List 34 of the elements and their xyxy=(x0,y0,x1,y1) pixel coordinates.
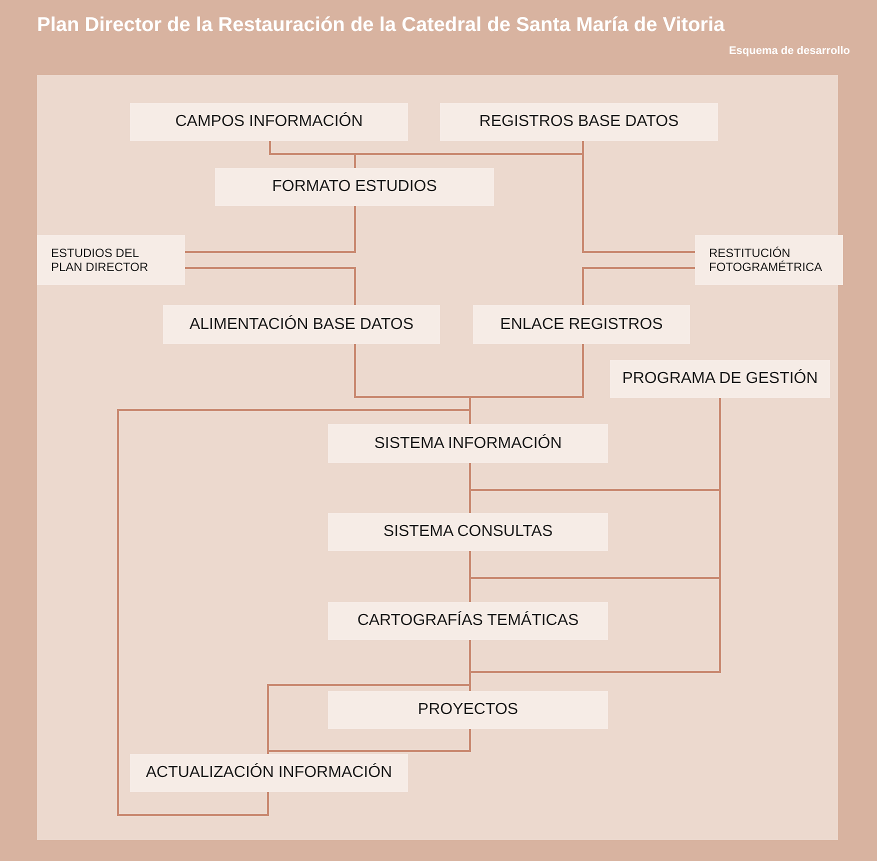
box-label: FORMATO ESTUDIOS xyxy=(272,177,437,197)
process-box xyxy=(37,235,185,285)
box-label: REGISTROS BASE DATOS xyxy=(479,112,679,132)
box-label: SISTEMA CONSULTAS xyxy=(383,522,553,542)
process-box xyxy=(130,754,408,792)
process-box xyxy=(130,103,408,141)
process-box xyxy=(328,424,608,463)
box-label: ACTUALIZACIÓN INFORMACIÓN xyxy=(146,763,392,783)
process-box xyxy=(328,691,608,729)
connector-line xyxy=(185,206,356,253)
connector-line xyxy=(267,729,471,754)
process-box xyxy=(215,168,494,206)
connector-line xyxy=(582,141,695,253)
diagram-title: Plan Director de la Restauración de la Catedral de Santa María de Vitoria xyxy=(37,13,725,38)
process-box xyxy=(473,305,690,344)
box-label: CAMPOS INFORMACIÓN xyxy=(175,112,363,132)
process-box xyxy=(610,360,830,398)
process-box xyxy=(328,602,608,640)
process-box xyxy=(328,513,608,551)
connector-line xyxy=(117,409,471,816)
box-label: SISTEMA INFORMACIÓN xyxy=(374,434,562,454)
subtitle: Esquema de desarrollo xyxy=(728,44,850,58)
box-label: ENLACE REGISTROS xyxy=(500,314,663,334)
box-label: PROGRAMA DE GESTIÓN xyxy=(622,369,818,389)
box-label: ESTUDIOS DEL PLAN DIRECTOR xyxy=(51,246,150,274)
process-box xyxy=(695,235,843,285)
box-label: PROYECTOS xyxy=(418,700,518,720)
box-label: ALIMENTACIÓN BASE DATOS xyxy=(189,314,414,334)
process-box xyxy=(440,103,718,141)
box-label: RESTITUCIÓN FOTOGRAMÉTRICA xyxy=(709,246,824,274)
box-label: CARTOGRAFÍAS TEMÁTICAS xyxy=(357,611,579,631)
connector-line xyxy=(582,267,695,305)
process-box xyxy=(163,305,440,344)
connector-line xyxy=(185,267,356,305)
